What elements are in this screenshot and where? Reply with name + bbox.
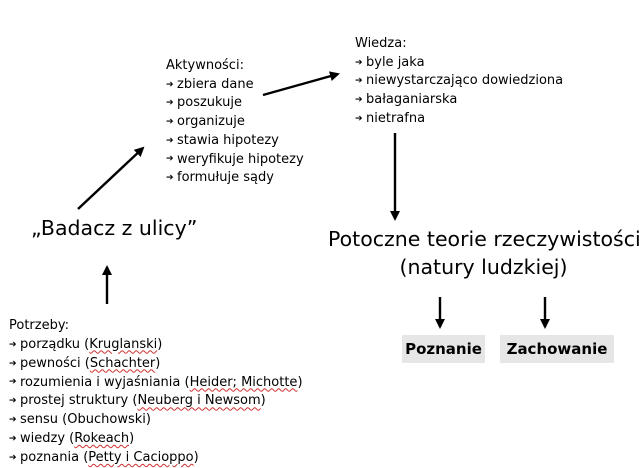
knowledge-title: Wiedza: [355, 36, 407, 51]
arrow-bullet-icon: ➔ [9, 358, 17, 369]
cognition-box: Poznanie [402, 335, 485, 363]
need-author: Heider; Michotte [189, 374, 298, 390]
list-item: ➔weryfikuje hipotezy [166, 151, 304, 167]
list-item: ➔rozumienia i wyjaśniania (Heider; Micho… [9, 374, 303, 393]
arrow-bullet-icon: ➔ [355, 76, 363, 87]
need-author: Kruglanski [89, 336, 158, 352]
list-item: ➔poznania (Petty i Cacioppo) [9, 449, 303, 468]
list-item: ➔byle jaka [355, 54, 425, 70]
list-item: ➔poszukuje [166, 95, 243, 111]
arrow-bullet-icon: ➔ [166, 173, 174, 184]
list-item: ➔wiedzy (Rokeach) [9, 430, 303, 449]
need-author: Petty i Cacioppo [88, 450, 194, 466]
arrow-bullet-icon: ➔ [355, 57, 363, 68]
need-author: Neuberg i Newsom [137, 393, 261, 409]
arrow-bullet-icon: ➔ [166, 116, 174, 127]
arrow-bullet-icon: ➔ [166, 154, 174, 165]
list-item: ➔bałaganiarska [355, 92, 458, 108]
behavior-box: Zachowanie [500, 335, 614, 363]
needs-list: ➔porządku (Kruglanski) ➔pewności (Schach… [9, 336, 303, 468]
arrow-bullet-icon: ➔ [9, 339, 17, 350]
list-item: ➔pewności (Schachter) [9, 355, 303, 374]
arrow-bullet-icon: ➔ [355, 113, 363, 124]
list-item: ➔formułuje sądy [166, 170, 274, 186]
knowledge-list: ➔byle jaka ➔niewystarczająco dowiedziona… [355, 54, 563, 129]
arrow-bullet-icon: ➔ [9, 434, 17, 445]
activities-list: ➔zbiera dane ➔poszukuje ➔organizuje ➔sta… [166, 76, 304, 188]
arrow-scientist-to-activities [77, 146, 145, 210]
arrow-bullet-icon: ➔ [9, 377, 17, 388]
activities-title: Aktywności: [166, 58, 244, 73]
arrow-activities-to-knowledge [262, 71, 340, 97]
list-item: ➔porządku (Kruglanski) [9, 336, 303, 355]
list-item: ➔stawia hipotezy [166, 132, 279, 148]
naive-scientist-label: „Badacz z ulicy” [31, 216, 198, 240]
arrow-bullet-icon: ➔ [166, 98, 174, 109]
list-item: ➔prostej struktury (Neuberg i Newsom) [9, 392, 303, 411]
arrow-bullet-icon: ➔ [355, 94, 363, 105]
need-author: Rokeach [74, 431, 130, 447]
need-author: Obuchowski [67, 412, 146, 428]
lay-theories-label: Potoczne teorie rzeczywistości (natury l… [328, 225, 639, 281]
arrow-bullet-icon: ➔ [9, 396, 17, 407]
arrow-bullet-icon: ➔ [166, 135, 174, 146]
list-item: ➔zbiera dane [166, 76, 254, 92]
needs-title: Potrzeby: [9, 318, 69, 333]
lay-theories-line1: Potoczne teorie rzeczywistości [328, 227, 639, 251]
activities-block: Aktywności: ➔zbiera dane ➔poszukuje ➔org… [166, 57, 304, 188]
list-item: ➔niewystarczająco dowiedziona [355, 73, 564, 89]
list-item: ➔nietrafna [355, 110, 426, 126]
needs-block: Potrzeby: ➔porządku (Kruglanski) ➔pewnoś… [9, 317, 303, 468]
need-author: Schachter [89, 355, 156, 371]
list-item: ➔organizuje [166, 114, 245, 130]
arrow-bullet-icon: ➔ [9, 453, 17, 464]
lay-theories-line2: (natury ludzkiej) [399, 255, 568, 279]
list-item: ➔sensu (Obuchowski) [9, 411, 303, 430]
arrow-bullet-icon: ➔ [9, 415, 17, 426]
arrow-bullet-icon: ➔ [166, 79, 174, 90]
knowledge-block: Wiedza: ➔byle jaka ➔niewystarczająco dow… [355, 35, 563, 129]
